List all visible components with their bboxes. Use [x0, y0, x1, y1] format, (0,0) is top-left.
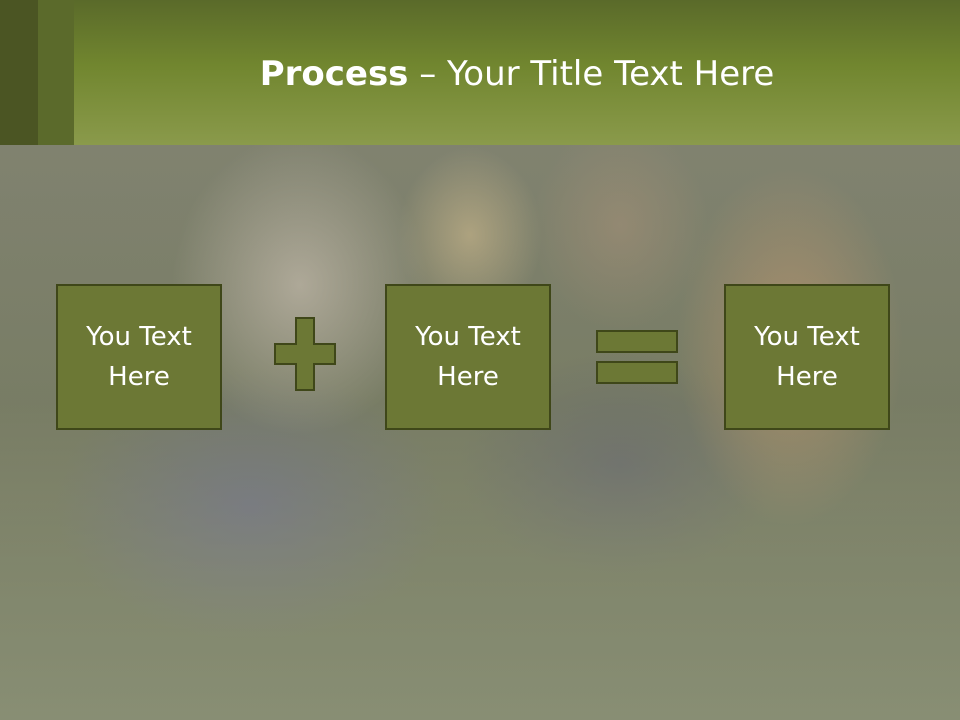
process-box-1[interactable]: You Text Here — [56, 284, 222, 430]
plus-icon — [274, 317, 336, 391]
process-box-2-line1: You Text — [415, 322, 521, 352]
photo-overlay — [0, 145, 960, 720]
header-accent-strip-dark — [0, 0, 38, 145]
process-box-1-line1: You Text — [86, 322, 192, 352]
process-box-3-line2: Here — [776, 362, 838, 392]
process-box-2-text: You Text Here — [415, 317, 521, 397]
process-box-3-line1: You Text — [754, 322, 860, 352]
process-box-3[interactable]: You Text Here — [724, 284, 890, 430]
process-box-3-text: You Text Here — [754, 317, 860, 397]
process-box-2[interactable]: You Text Here — [385, 284, 551, 430]
process-box-1-line2: Here — [108, 362, 170, 392]
equals-icon — [596, 330, 678, 384]
header-band: Process – Your Title Text Here — [0, 0, 960, 145]
title-bold: Process — [259, 54, 409, 94]
title-rest: – Your Title Text Here — [408, 54, 775, 94]
process-box-1-text: You Text Here — [86, 317, 192, 397]
header-accent-strip — [38, 0, 74, 145]
slide-title: Process – Your Title Text Here — [74, 52, 960, 96]
process-box-2-line2: Here — [437, 362, 499, 392]
